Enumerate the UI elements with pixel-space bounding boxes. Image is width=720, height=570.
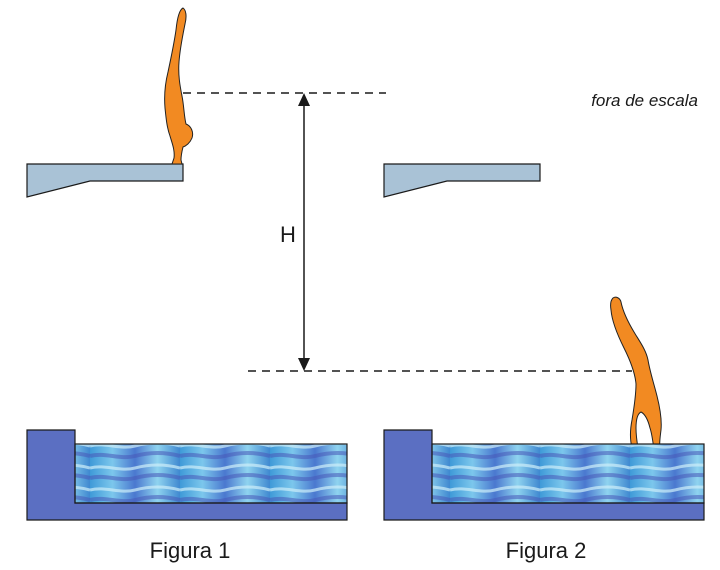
diver-entering-figure (610, 296, 662, 451)
pool-water-2 (432, 444, 704, 503)
height-dimension-arrow (298, 93, 310, 371)
pool-1 (26, 429, 348, 521)
figure-2-caption: Figura 2 (506, 538, 587, 563)
height-label: H (280, 222, 296, 247)
diving-platform-2 (383, 163, 541, 198)
pool-water-1 (75, 444, 347, 503)
diving-platform-1 (26, 163, 184, 198)
diver-handstand-figure (164, 7, 194, 165)
scale-note: fora de escala (591, 91, 698, 110)
figure-1-caption: Figura 1 (150, 538, 231, 563)
pool-2 (383, 429, 705, 521)
